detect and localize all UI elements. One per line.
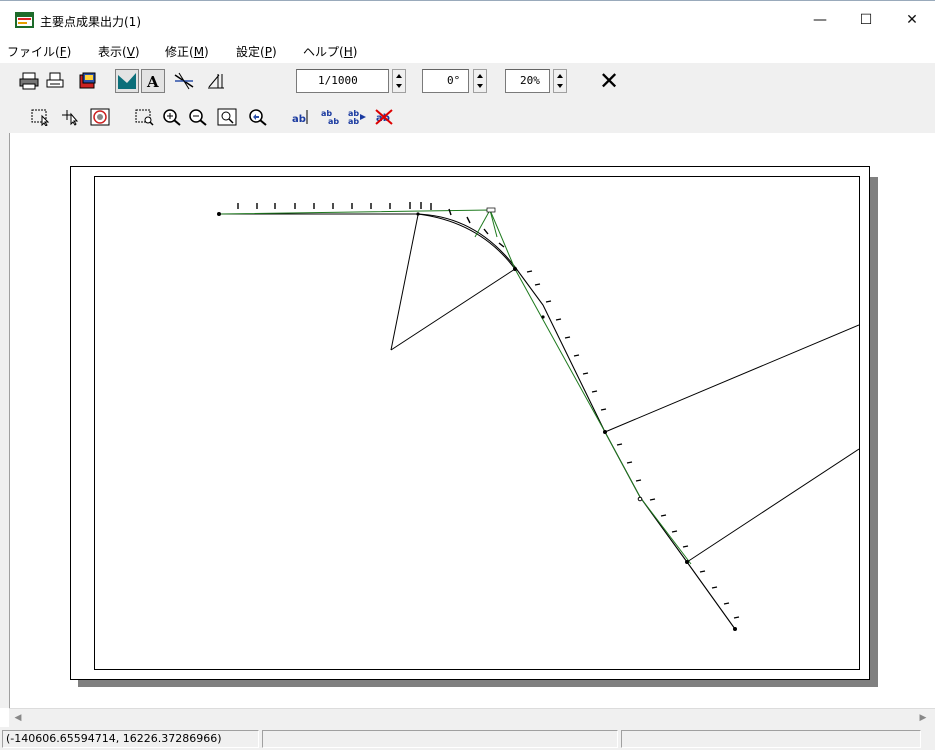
zoom-in-button[interactable] — [160, 105, 184, 129]
menu-bar: ファイル(F) 表示(V) 修正(M) 設定(P) ヘルプ(H) — [0, 40, 935, 62]
end-point — [733, 627, 737, 631]
text-delete-icon: ab — [375, 109, 393, 125]
window-title: 主要点成果出力(1) — [40, 15, 141, 29]
offset-line-2 — [686, 448, 859, 563]
menu-edit[interactable]: 修正(M) — [165, 45, 209, 59]
print-preview-button[interactable] — [43, 69, 67, 93]
line-display-toggle[interactable] — [115, 69, 139, 93]
menu-view[interactable]: 表示(V) — [98, 45, 140, 59]
close-output-button[interactable]: ✕ — [598, 67, 620, 95]
export-button[interactable] — [76, 69, 100, 93]
maximize-button[interactable]: ☐ — [859, 12, 873, 28]
menu-file[interactable]: ファイル(F) — [7, 45, 72, 59]
start-point — [217, 212, 221, 216]
scroll-left-icon[interactable]: ◀ — [14, 713, 22, 723]
zoom-previous-icon — [249, 109, 267, 126]
bc-point — [416, 212, 420, 216]
alignment-line — [219, 213, 736, 630]
svg-text:A: A — [146, 73, 159, 90]
zoom-in-icon — [163, 109, 181, 126]
svg-text:ab: ab — [348, 109, 359, 118]
scale-field[interactable]: 1/1000 — [296, 69, 389, 93]
text-edit-icon: ab — [292, 110, 308, 125]
status-bar: (-140606.65594714, 16226.37286966) — [0, 727, 935, 750]
svg-text:ab: ab — [348, 117, 359, 126]
tangent-lines — [218, 209, 692, 565]
text-edit-button[interactable]: ab — [289, 105, 313, 129]
dimension-button[interactable] — [204, 69, 228, 93]
zoom-window-button[interactable] — [133, 105, 157, 129]
scale-value: 1/1000 — [318, 74, 358, 87]
station-point-4 — [685, 560, 689, 564]
status-panel-2 — [262, 730, 618, 748]
minimize-button[interactable]: — — [813, 12, 827, 28]
route-icon — [174, 72, 194, 90]
zoom-window-icon — [135, 109, 154, 126]
angle-spinner[interactable] — [473, 69, 487, 93]
close-window-button[interactable]: ✕ — [906, 12, 918, 28]
layer-icon — [90, 108, 110, 126]
tangent-green-2 — [489, 209, 498, 238]
tangent-green-1 — [474, 209, 491, 238]
print-icon — [19, 72, 39, 90]
scale-spinner[interactable] — [392, 69, 406, 93]
drawing-frame — [94, 176, 860, 670]
zoom-fit-button[interactable] — [215, 105, 239, 129]
route-button[interactable] — [172, 69, 196, 93]
station-point-2 — [603, 430, 607, 434]
angle-field[interactable]: 0° — [422, 69, 469, 93]
status-panel-3 — [621, 730, 921, 748]
text-delete-button[interactable]: ab — [372, 105, 396, 129]
zoom-fit-icon — [217, 108, 237, 126]
angle-value: 0° — [447, 74, 461, 87]
coordinate-readout: (-140606.65594714, 16226.37286966) — [2, 730, 259, 748]
station-ticks — [237, 202, 740, 619]
zoom-previous-button[interactable] — [246, 105, 270, 129]
line-display-icon — [118, 73, 136, 89]
radius-line-1 — [390, 214, 419, 351]
menu-help[interactable]: ヘルプ(H) — [303, 45, 358, 59]
svg-text:ab: ab — [292, 114, 306, 125]
dimension-icon — [208, 74, 224, 89]
zoom-out-icon — [189, 109, 207, 126]
menu-settings[interactable]: 設定(P) — [236, 45, 277, 59]
layer-button[interactable] — [88, 105, 112, 129]
station-point-3 — [637, 496, 643, 502]
zoom-field[interactable]: 20% — [505, 69, 550, 93]
ip-marker — [486, 207, 496, 213]
svg-text:ab: ab — [321, 109, 332, 118]
select-area-button[interactable] — [29, 105, 53, 129]
print-button[interactable] — [17, 69, 41, 93]
select-area-icon — [31, 109, 50, 126]
scroll-right-icon[interactable]: ▶ — [919, 713, 927, 723]
route-drawing — [217, 202, 859, 631]
export-icon — [79, 72, 96, 89]
text-display-icon: A — [146, 73, 159, 90]
left-edge — [0, 133, 9, 708]
text-display-toggle[interactable]: A — [141, 69, 165, 93]
select-point-button[interactable] — [59, 105, 83, 129]
svg-text:ab: ab — [328, 117, 339, 126]
print-preview-icon — [46, 72, 64, 88]
zoom-spinner[interactable] — [553, 69, 567, 93]
curve-arc — [417, 213, 516, 270]
select-point-icon — [62, 110, 79, 126]
app-icon — [15, 12, 34, 28]
ec-point — [513, 267, 517, 271]
zoom-out-button[interactable] — [186, 105, 210, 129]
station-point-1 — [541, 315, 545, 319]
title-bar: 主要点成果出力(1) — ☐ ✕ — [0, 0, 935, 40]
horizontal-scrollbar[interactable]: ◀ ▶ — [9, 708, 935, 727]
zoom-value: 20% — [520, 74, 540, 87]
radius-line-2 — [390, 268, 516, 351]
offset-line-1 — [604, 324, 859, 433]
